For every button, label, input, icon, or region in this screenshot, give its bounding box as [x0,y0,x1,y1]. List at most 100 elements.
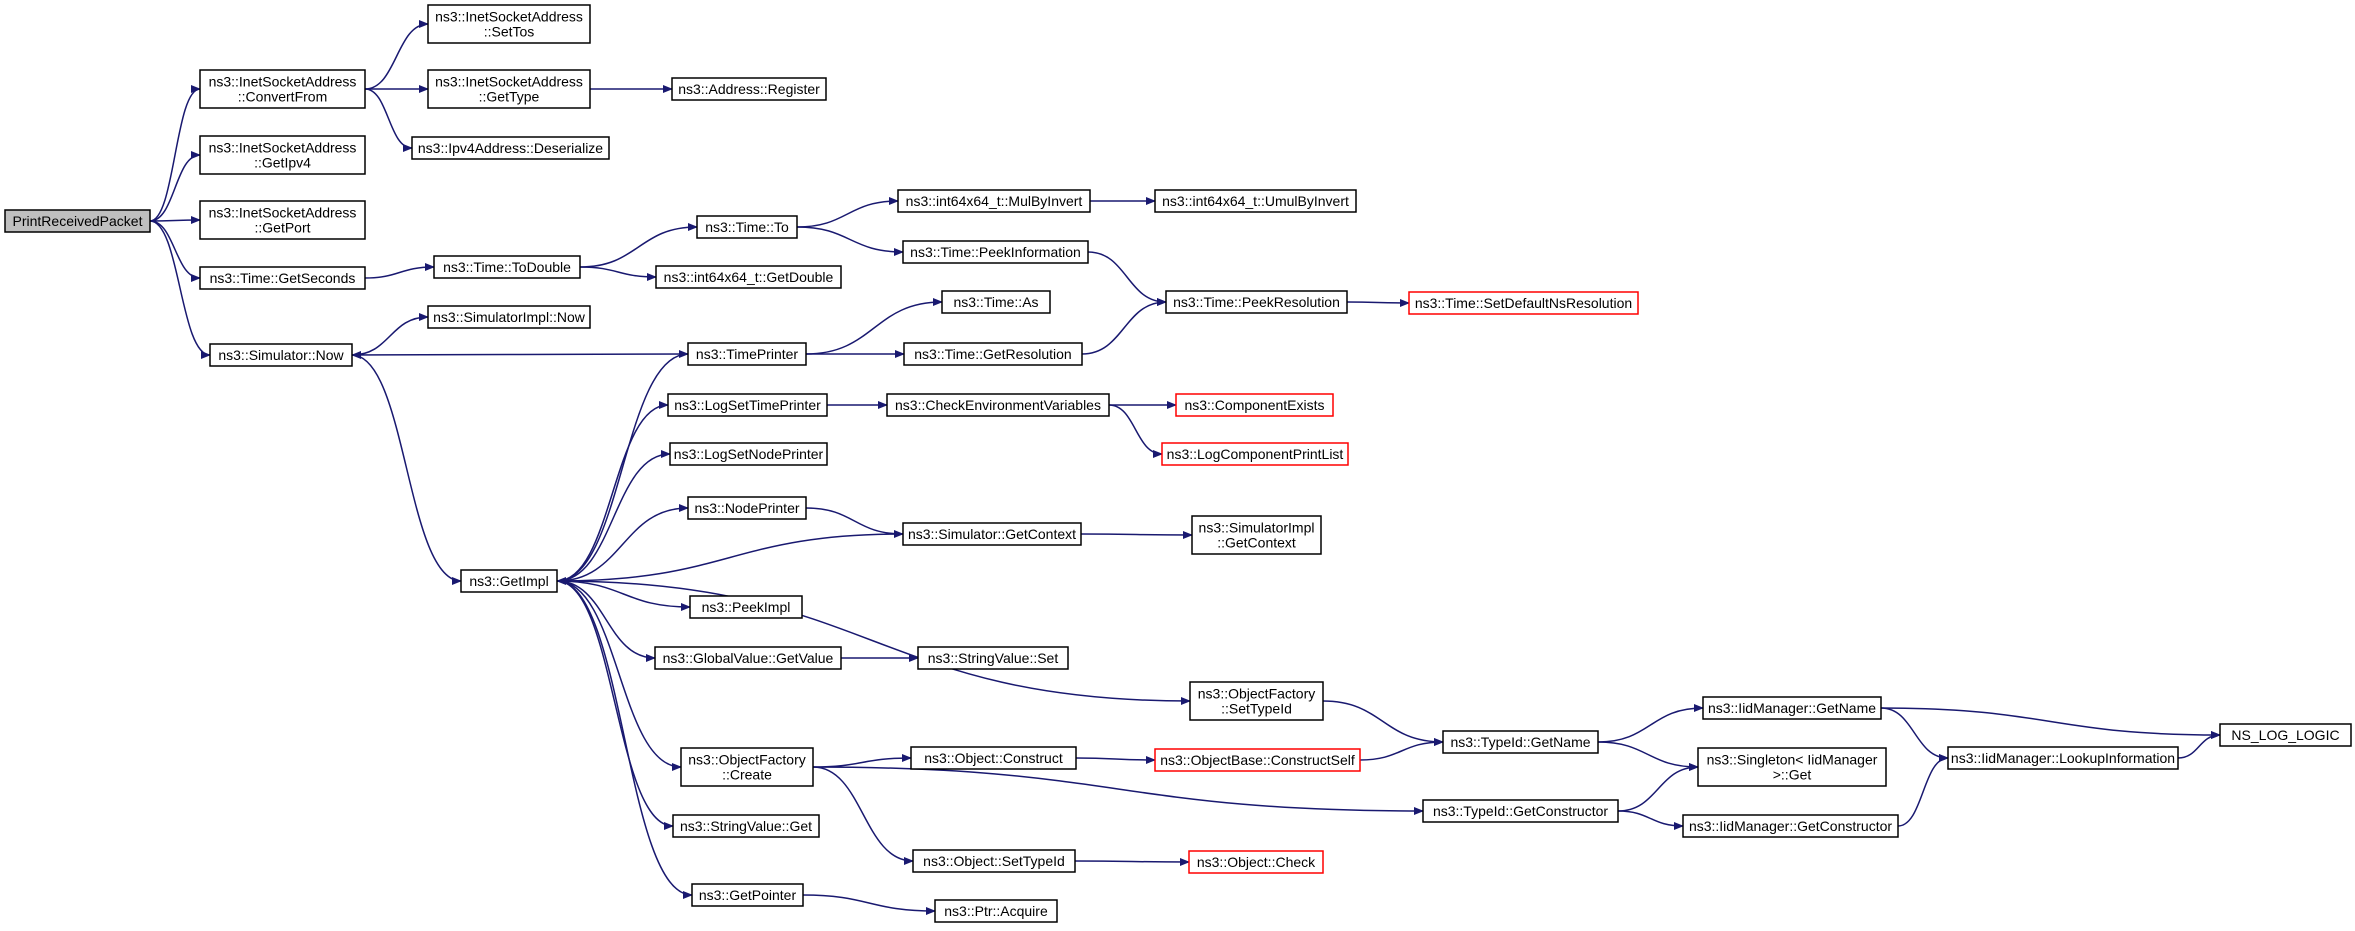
node-print[interactable]: PrintReceivedPacket [4,209,151,233]
node-timeas[interactable]: ns3::Time::As [941,290,1051,314]
node-nodeprinter[interactable]: ns3::NodePrinter [687,496,807,520]
node-label: ns3::int64x64_t::GetDouble [664,269,834,285]
edge-iidlookup-to-nslog [2177,731,2221,759]
node-label: ns3::GetImpl [469,573,548,589]
node-iidlookup[interactable]: ns3::IidManager::LookupInformation [1947,746,2179,770]
node-simimplgetcontext[interactable]: ns3::SimulatorImpl::GetContext [1191,515,1322,555]
node-constructself[interactable]: ns3::ObjectBase::ConstructSelf [1154,748,1361,772]
node-label: ns3::InetSocketAddress [209,140,357,156]
node-label: ns3::Time::As [953,294,1038,310]
edge-getimpl-to-globalgetvalue [556,580,656,662]
node-timeprinter[interactable]: ns3::TimePrinter [687,342,807,366]
node-ptracquire[interactable]: ns3::Ptr::Acquire [934,899,1058,923]
node-getport[interactable]: ns3::InetSocketAddress::GetPort [199,200,366,240]
node-label: ns3::int64x64_t::UmulByInvert [1162,193,1349,209]
function-nodes: PrintReceivedPacket ns3::InetSocketAddres… [4,4,2352,923]
node-box [687,496,807,520]
node-getseconds[interactable]: ns3::Time::GetSeconds [199,266,366,290]
node-label: ns3::TimePrinter [696,346,799,362]
node-label: ns3::StringValue::Get [680,818,812,834]
node-box [902,522,1082,546]
node-label: ns3::InetSocketAddress [435,74,583,90]
edge-simnow-to-simimplnow [351,313,429,356]
edge-getimpl-to-nodeprinter [556,504,689,582]
node-deserialize[interactable]: ns3::Ipv4Address::Deserialize [411,136,610,160]
node-umulbyinvert[interactable]: ns3::int64x64_t::UmulByInvert [1154,189,1357,213]
node-nslog[interactable]: NS_LOG_LOGIC [2219,723,2352,747]
node-logsetnode[interactable]: ns3::LogSetNodePrinter [669,442,828,466]
node-compexists[interactable]: ns3::ComponentExists [1175,393,1334,417]
node-box [209,343,353,367]
node-getresolution[interactable]: ns3::Time::GetResolution [903,342,1083,366]
node-typeidgetname[interactable]: ns3::TypeId::GetName [1442,730,1599,754]
node-box [1175,393,1334,417]
node-convertfrom[interactable]: ns3::InetSocketAddress::ConvertFrom [199,69,366,109]
node-setdefaultns[interactable]: ns3::Time::SetDefaultNsResolution [1408,291,1639,315]
node-timeto[interactable]: ns3::Time::To [696,215,798,239]
node-box [655,265,842,289]
node-objsettypeid[interactable]: ns3::Object::SetTypeId [912,849,1076,873]
node-box [1154,189,1357,213]
node-label: ns3::InetSocketAddress [209,205,357,221]
node-peekinfo[interactable]: ns3::Time::PeekInformation [902,240,1089,264]
node-label: ns3::StringValue::Set [928,650,1059,666]
node-label: ns3::LogComponentPrintList [1167,446,1344,462]
node-mulbyinvert[interactable]: ns3::int64x64_t::MulByInvert [897,189,1091,213]
edge-checkenv-to-logcompprint [1108,404,1163,458]
node-simgetcontext[interactable]: ns3::Simulator::GetContext [902,522,1082,546]
node-label: ns3::SimulatorImpl::Now [433,309,586,325]
edge-convertfrom-to-deserialize [364,88,413,152]
node-gettype[interactable]: ns3::InetSocketAddress::GetType [427,69,591,109]
node-ofsettypeid[interactable]: ns3::ObjectFactory::SetTypeId [1189,681,1324,721]
node-objconstruct[interactable]: ns3::Object::Construct [910,746,1077,770]
node-label: ns3::IidManager::LookupInformation [1951,750,2175,766]
node-peekres[interactable]: ns3::Time::PeekResolution [1165,290,1348,314]
node-box [1422,799,1619,823]
call-edges [149,20,2221,915]
node-getimpl[interactable]: ns3::GetImpl [460,569,558,593]
node-label: ns3::IidManager::GetConstructor [1689,818,1892,834]
node-box [2219,723,2352,747]
node-iidgetname[interactable]: ns3::IidManager::GetName [1702,696,1882,720]
node-iidgetctor[interactable]: ns3::IidManager::GetConstructor [1682,814,1899,838]
node-peekimpl[interactable]: ns3::PeekImpl [689,595,803,619]
node-globalgetvalue[interactable]: ns3::GlobalValue::GetValue [654,646,842,670]
node-box [667,393,828,417]
node-getpointer[interactable]: ns3::GetPointer [691,883,804,907]
node-ofcreate[interactable]: ns3::ObjectFactory::Create [680,747,814,787]
node-stringvalueget[interactable]: ns3::StringValue::Get [672,814,820,838]
edge-peekres-to-setdefaultns [1346,298,1410,307]
node-logsettime[interactable]: ns3::LogSetTimePrinter [667,393,828,417]
node-simnow[interactable]: ns3::Simulator::Now [209,343,353,367]
node-settos[interactable]: ns3::InetSocketAddress::SetTos [427,4,591,44]
node-typeidgetctor[interactable]: ns3::TypeId::GetConstructor [1422,799,1619,823]
node-label: ns3::TypeId::GetName [1450,734,1590,750]
node-logcompprint[interactable]: ns3::LogComponentPrintList [1161,442,1349,466]
node-stringvalueset[interactable]: ns3::StringValue::Set [917,646,1069,670]
edge-objconstruct-to-constructself [1075,755,1156,764]
node-box [1697,747,1887,787]
node-getdouble[interactable]: ns3::int64x64_t::GetDouble [655,265,842,289]
edge-objsettypeid-to-objcheck [1074,857,1190,866]
node-box [917,646,1069,670]
node-label: ns3::CheckEnvironmentVariables [895,397,1101,413]
node-getipv4[interactable]: ns3::InetSocketAddress::GetIpv4 [199,135,366,175]
node-box [1161,442,1349,466]
node-checkenv[interactable]: ns3::CheckEnvironmentVariables [886,393,1110,417]
node-box [691,883,804,907]
node-box [460,569,558,593]
node-simimplnow[interactable]: ns3::SimulatorImpl::Now [427,305,591,329]
edge-typeidgetctor-to-singletonget [1617,763,1699,812]
node-register[interactable]: ns3::Address::Register [671,77,827,101]
node-objcheck[interactable]: ns3::Object::Check [1188,850,1324,874]
node-label: ns3::Simulator::Now [218,347,344,363]
node-label: ::GetPort [254,220,310,236]
node-singletonget[interactable]: ns3::Singleton< IidManager >::Get [1697,747,1887,787]
node-label: ::SetTos [484,24,535,40]
node-label: ns3::int64x64_t::MulByInvert [906,193,1083,209]
node-label: ns3::ObjectFactory [688,752,806,768]
edge-print-to-convertfrom [149,85,201,222]
node-todouble[interactable]: ns3::Time::ToDouble [433,255,581,279]
node-box [427,69,591,109]
